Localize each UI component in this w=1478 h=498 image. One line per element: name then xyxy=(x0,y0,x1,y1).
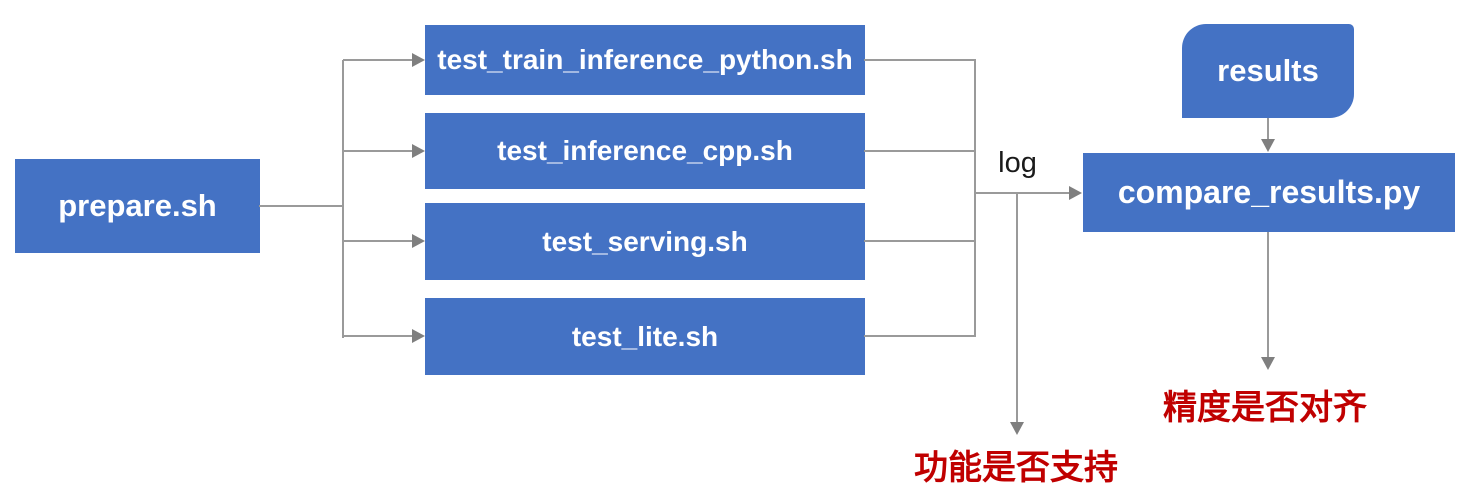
connector-to-test3 xyxy=(343,240,415,242)
connector-right-bus xyxy=(974,59,976,337)
connector-test3-out xyxy=(864,240,976,242)
node-test-inference-cpp-sh: test_inference_cpp.sh xyxy=(425,113,865,189)
connector-compare-down xyxy=(1267,232,1269,358)
arrowhead-results-to-compare xyxy=(1261,139,1275,152)
connector-to-test2 xyxy=(343,150,415,152)
arrowhead-to-test2 xyxy=(412,144,425,158)
annotation-function-support: 功能是否支持 xyxy=(914,449,1118,487)
arrowhead-to-test1 xyxy=(412,53,425,67)
node-results: results xyxy=(1182,24,1354,118)
node-compare-results-py: compare_results.py xyxy=(1083,153,1455,232)
arrowhead-function-support xyxy=(1010,422,1024,435)
node-test-serving-sh: test_serving.sh xyxy=(425,203,865,280)
connector-log-to-compare xyxy=(975,192,1070,194)
connector-to-test1 xyxy=(343,59,415,61)
connector-left-bus xyxy=(342,60,344,338)
connector-to-test4 xyxy=(343,335,415,337)
connector-test2-out xyxy=(864,150,976,152)
arrowhead-to-test4 xyxy=(412,329,425,343)
connector-log-down xyxy=(1016,193,1018,423)
arrowhead-precision-aligned xyxy=(1261,357,1275,370)
arrowhead-to-compare xyxy=(1069,186,1082,200)
node-test-train-inference-python-sh: test_train_inference_python.sh xyxy=(425,25,865,95)
node-prepare-sh: prepare.sh xyxy=(15,159,260,253)
edge-label-log: log xyxy=(998,147,1037,179)
connector-test4-out xyxy=(864,335,976,337)
connector-prepare-out xyxy=(259,205,343,207)
arrowhead-to-test3 xyxy=(412,234,425,248)
connector-results-to-compare xyxy=(1267,118,1269,140)
connector-test1-out xyxy=(864,59,976,61)
annotation-precision-aligned: 精度是否对齐 xyxy=(1163,389,1367,427)
node-test-lite-sh: test_lite.sh xyxy=(425,298,865,375)
